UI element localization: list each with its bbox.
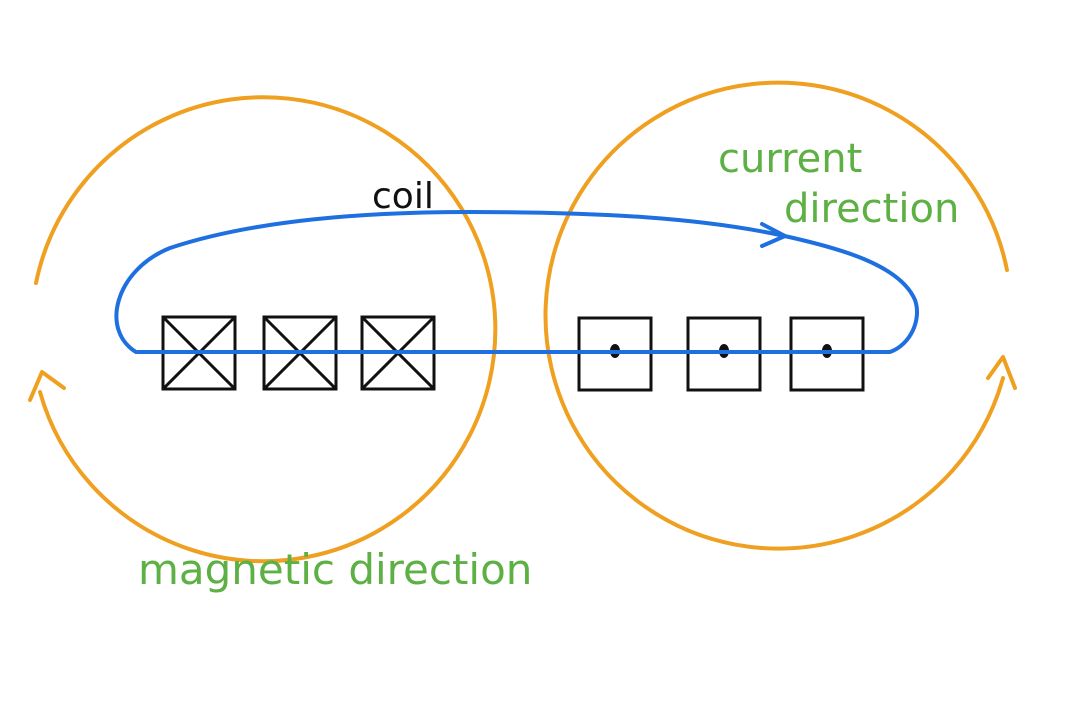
magnetic-direction-label: magnetic direction [138, 545, 532, 594]
left-field-loop-arc [34, 95, 498, 564]
current-arrowhead-icon [760, 222, 787, 248]
current-direction-label-line1: current [718, 136, 862, 182]
coil-wire-path [114, 210, 919, 354]
right-field-loop [543, 80, 1017, 551]
left-field-arrowhead-icon [28, 370, 66, 402]
coil-wire [114, 210, 919, 354]
right-field-loop-arc [543, 80, 1009, 551]
current-direction-label-line2: direction [784, 186, 959, 232]
left-field-loop [28, 95, 498, 564]
coil-label: coil [372, 176, 434, 217]
right-field-arrowhead-icon [986, 355, 1017, 390]
